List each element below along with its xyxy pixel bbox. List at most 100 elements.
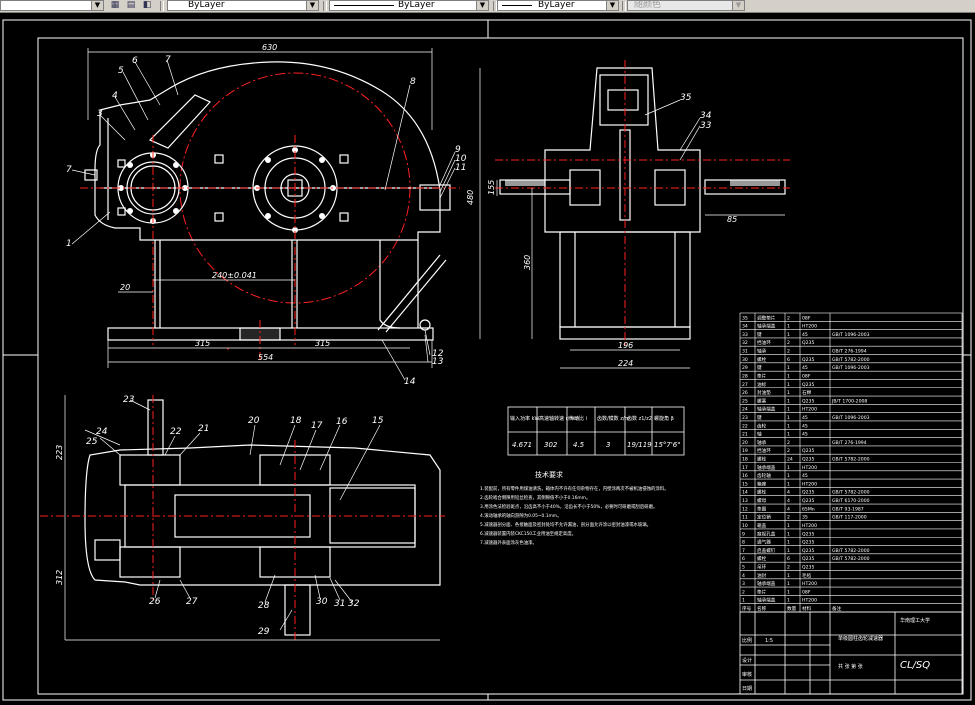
- top-view-part-labels: 15 16 17 18 20 21 22 23 24 25 26 27 28 2…: [86, 395, 384, 637]
- parts-list-cell: GB/T 5782-2000: [832, 357, 870, 363]
- parts-list-cell: 45: [802, 423, 808, 429]
- parts-list-cell: 6: [787, 357, 790, 363]
- parts-list-cell: Q235: [802, 498, 814, 504]
- spec-header: 齿数 z1/z2: [627, 415, 652, 422]
- parts-list-cell: Q235: [802, 540, 814, 546]
- front-view-part-labels: 1 7 3 4 5 6 7 8 9 10 11 12 13 14: [66, 55, 467, 387]
- parts-list-cell: JB/T 1700-2008: [831, 398, 867, 404]
- title-block-scale-label: 比例: [742, 637, 752, 644]
- parts-list-cell: 6: [742, 556, 745, 562]
- parts-list-cell: 键: [757, 414, 762, 421]
- lineweight-combo[interactable]: ByLayer ▼: [497, 0, 619, 11]
- spec-header: 齿数/模数 z/m: [597, 415, 630, 422]
- title-block-designer-label: 设计: [742, 657, 752, 664]
- spec-value: 4.671: [512, 441, 532, 449]
- parts-list-cell: 螺栓: [757, 489, 767, 496]
- parts-list-cell: 35: [802, 515, 808, 521]
- plotstyle-combo-value: 随颜色: [634, 0, 662, 10]
- parts-list-cell: 1: [787, 382, 790, 388]
- spec-value: 3: [606, 441, 610, 449]
- parts-list-cell: 油封: [757, 572, 767, 579]
- parts-list-cell: 45: [802, 432, 808, 438]
- parts-list-cell: 轴承端盖: [757, 464, 776, 471]
- dim-base-left: 315: [195, 339, 210, 348]
- parts-list-cell: 1: [787, 573, 790, 579]
- part-label: 33: [700, 121, 712, 131]
- part-label: 13: [432, 357, 444, 367]
- color-combo-value: ByLayer: [188, 0, 225, 10]
- layer-manager-icon[interactable]: ▦: [110, 0, 120, 10]
- parts-list-cell: 1: [742, 598, 745, 604]
- part-label: 25: [86, 437, 98, 447]
- parts-list-cell: 1: [787, 415, 790, 421]
- parts-list-cell: 2: [787, 440, 790, 446]
- title-block-date-label: 日期: [742, 686, 752, 692]
- parts-list-cell: 通气器: [757, 539, 771, 546]
- plotstyle-combo[interactable]: 随颜色 ▼: [627, 0, 745, 11]
- parts-list-cell: GB/T 276-1994: [832, 349, 867, 355]
- parts-list-cell: 1: [787, 407, 790, 413]
- parts-list-cell: GB/T 5782-2000: [832, 457, 870, 463]
- parts-list-cell: 垫片: [757, 588, 767, 595]
- parts-list-cell: 1: [787, 473, 790, 479]
- parts-list-cell: 27: [742, 382, 748, 388]
- dim-top-upper: 223: [55, 445, 64, 460]
- parts-list-cell: 65Mn: [802, 506, 815, 512]
- side-view: 480 360 155 85 196 224 35 34 33: [466, 60, 790, 369]
- parts-list-cell: 2: [787, 349, 790, 355]
- parts-list-cell: 箱盖: [757, 522, 767, 529]
- tech-requirement-line: 6.减速器装置内装CKC150工业用油至规定高度。: [480, 530, 576, 537]
- part-label: 9: [455, 145, 461, 155]
- parts-list-cell: Q235: [802, 548, 814, 554]
- parts-list-cell: GB/T 276-1994: [832, 440, 867, 446]
- parts-list-cell: 调整垫片: [757, 314, 776, 321]
- parts-list-cell: HT200: [802, 324, 817, 330]
- parts-list-cell: GB/T 5782-2000: [832, 490, 870, 496]
- color-combo[interactable]: ByLayer ▼: [167, 0, 319, 11]
- part-label: 28: [258, 601, 270, 611]
- part-label: 4: [112, 91, 118, 101]
- parts-list-cell: 8: [742, 540, 745, 546]
- spec-value: 19/119: [627, 441, 652, 449]
- parts-list-cell: GB/T 117-2000: [832, 515, 867, 521]
- parts-list-cell: Q235: [802, 340, 814, 346]
- parts-list-cell: 螺母: [757, 497, 767, 504]
- parts-list-cell: 3: [742, 581, 745, 587]
- parts-list-cell: Q235: [802, 531, 814, 537]
- side-view-part-labels: 35 34 33: [680, 93, 712, 131]
- part-label: 26: [149, 597, 161, 607]
- parts-list-cell: 轴承端盖: [757, 406, 776, 413]
- parts-list-cell: 毛毡: [802, 572, 812, 579]
- parts-list-cell: 1: [787, 365, 790, 371]
- toolbar-separator: [323, 1, 327, 11]
- layer-previous-icon[interactable]: ▤: [126, 0, 136, 10]
- parts-list-cell: GB/T 1096-2003: [832, 332, 870, 338]
- dim-base-total: 554: [258, 353, 273, 362]
- parts-list-cell: 08F: [802, 315, 811, 321]
- linetype-combo[interactable]: ByLayer ▼: [329, 0, 489, 11]
- drawing-canvas[interactable]: 630 315 315 554 240±0.041 20 1 7 3 4 5 6…: [0, 13, 975, 705]
- dim-small: 20: [120, 283, 130, 292]
- part-label: 16: [336, 417, 348, 427]
- parts-list-cell: 螺栓: [757, 456, 767, 463]
- parts-list-cell: 1: [787, 398, 790, 404]
- parts-list-cell: 1: [787, 548, 790, 554]
- parts-list-header: 名称: [757, 605, 767, 612]
- parts-list-cell: 1: [787, 540, 790, 546]
- parts-list-cell: 24: [787, 457, 793, 463]
- part-label: 7: [66, 165, 72, 175]
- layer-state-icon[interactable]: ◧: [142, 0, 152, 10]
- part-label: 6: [132, 56, 138, 66]
- spec-value: 302: [544, 441, 558, 449]
- tech-requirements: 技术要求 1.装配前，所有零件用煤油清洗，箱体内不许有任何杂物存在，内壁涂两次不…: [480, 470, 669, 546]
- parts-list-cell: 2: [787, 515, 790, 521]
- parts-list-cell: 键: [757, 331, 762, 338]
- parts-list-cell: 1: [787, 481, 790, 487]
- parts-list-cell: 19: [742, 448, 748, 454]
- parts-list-cell: 轴承端盖: [757, 597, 776, 604]
- parts-list-cell: 4: [787, 498, 790, 504]
- parts-list-cell: HT200: [802, 407, 817, 413]
- layer-dropdown[interactable]: ▼: [0, 0, 104, 11]
- parts-list-cell: 45: [802, 365, 808, 371]
